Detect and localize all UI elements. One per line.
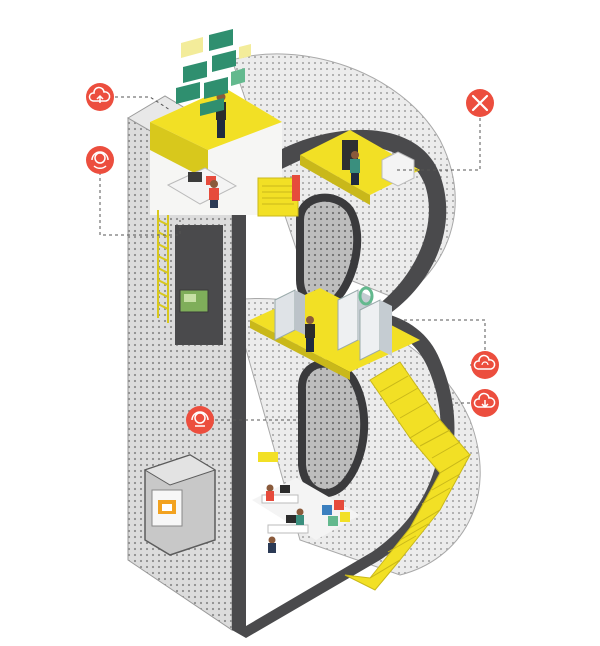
- top-room-yellow-wall: [150, 122, 208, 180]
- headset-support-icon: [86, 146, 114, 174]
- seated-worker-body: [209, 188, 219, 200]
- office-monitor-2: [286, 515, 296, 523]
- server-tech-legs: [351, 173, 359, 185]
- cloud-download-icon: [471, 389, 499, 417]
- office-desk-1: [261, 494, 299, 504]
- office-worker-2-head: [296, 508, 304, 516]
- brain-gear-icon: [186, 406, 214, 434]
- stair-step-lines: [379, 375, 461, 553]
- top-worker-legs: [217, 120, 225, 138]
- b-lower-counter: [298, 359, 369, 498]
- colored-boxes: [322, 500, 350, 526]
- office-worker-1-body: [266, 491, 274, 501]
- office-worker-3-body: [268, 543, 276, 553]
- socket-box-top: [143, 454, 217, 486]
- office-desk-2: [267, 524, 309, 534]
- yellow-machine-vents: [262, 185, 294, 205]
- middle-worker-body: [305, 324, 315, 338]
- b-frame-lower-bowl: [246, 309, 455, 638]
- office-worker-2-body: [296, 515, 304, 525]
- office-monitor-1: [280, 485, 290, 493]
- seated-worker-head: [210, 180, 218, 188]
- server-room-yellow-edge: [300, 155, 370, 205]
- office-worker-3-head: [268, 536, 276, 544]
- cloud-upload-icon: [86, 83, 114, 111]
- yellow-machine: [257, 177, 299, 217]
- server-racks: [274, 289, 392, 361]
- green-ring-device: [358, 286, 374, 306]
- control-panel-screen: [184, 294, 196, 302]
- seated-worker-legs: [210, 200, 218, 208]
- top-worker-body: [216, 102, 226, 120]
- top-desk-monitor: [188, 172, 202, 182]
- tools-icon: [466, 89, 494, 117]
- network-socket-icon: [158, 500, 176, 514]
- office-worker-1-head: [266, 484, 274, 492]
- red-cabinet: [292, 175, 300, 201]
- b-upper-counter: [296, 193, 362, 311]
- yellow-ladder: [157, 210, 169, 323]
- middle-worker-legs: [306, 338, 314, 352]
- bottom-yellow-ledge: [258, 452, 278, 462]
- top-desk-monitor-2: [206, 176, 216, 185]
- floating-screens: [176, 29, 251, 116]
- b-frame-stem: [232, 178, 246, 638]
- cloud-sync-icon: [471, 351, 499, 379]
- server-tech-body: [350, 159, 360, 173]
- server-tech-head: [351, 151, 359, 159]
- middle-worker-head: [306, 316, 314, 324]
- elevator-shaft: [175, 225, 223, 345]
- white-crate: [381, 151, 415, 187]
